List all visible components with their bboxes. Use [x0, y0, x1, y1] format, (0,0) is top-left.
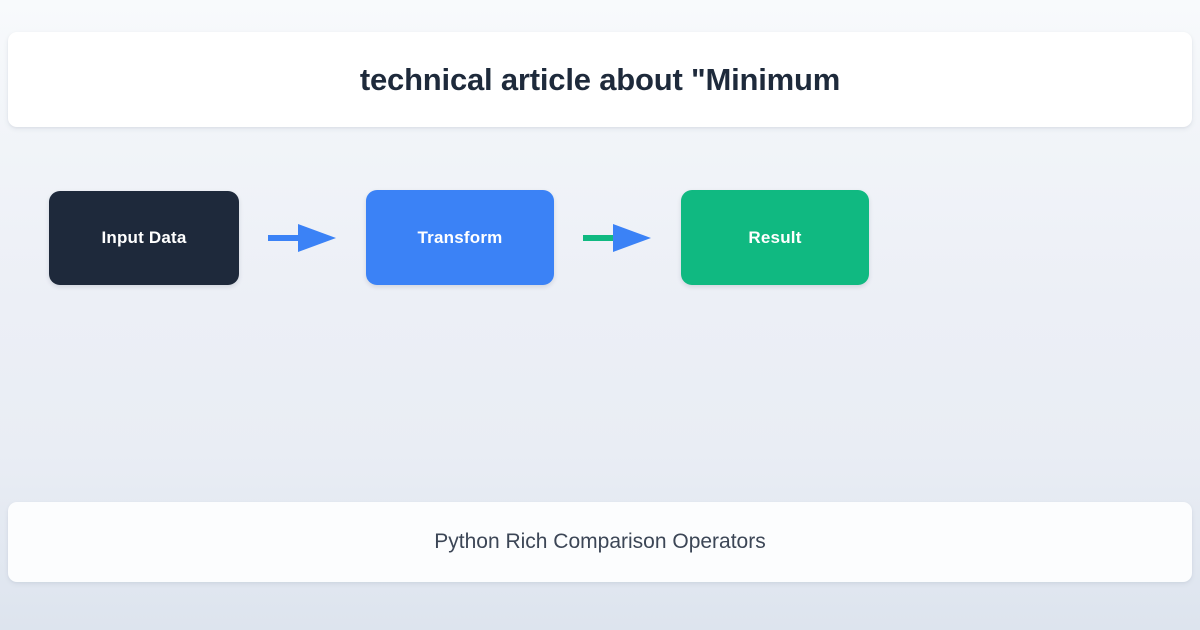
flow-diagram: Input Data Transform Result	[0, 150, 1200, 490]
flow-node-label: Input Data	[101, 227, 187, 247]
flow-sequence: Input Data Transform Result	[49, 190, 869, 285]
footer-card: Python Rich Comparison Operators	[8, 502, 1192, 582]
flow-node-label: Transform	[417, 227, 503, 247]
flow-node-transform: Transform	[366, 190, 554, 285]
header-card: technical article about "Minimum	[8, 32, 1192, 127]
flow-arrow-1	[239, 215, 366, 261]
flow-arrow-2	[554, 215, 681, 261]
flow-node-input-data: Input Data	[49, 190, 239, 285]
footer-caption: Python Rich Comparison Operators	[434, 530, 766, 553]
flow-node-label: Result	[748, 227, 802, 247]
flow-node-result: Result	[681, 190, 869, 285]
page-title: technical article about "Minimum	[359, 61, 841, 97]
